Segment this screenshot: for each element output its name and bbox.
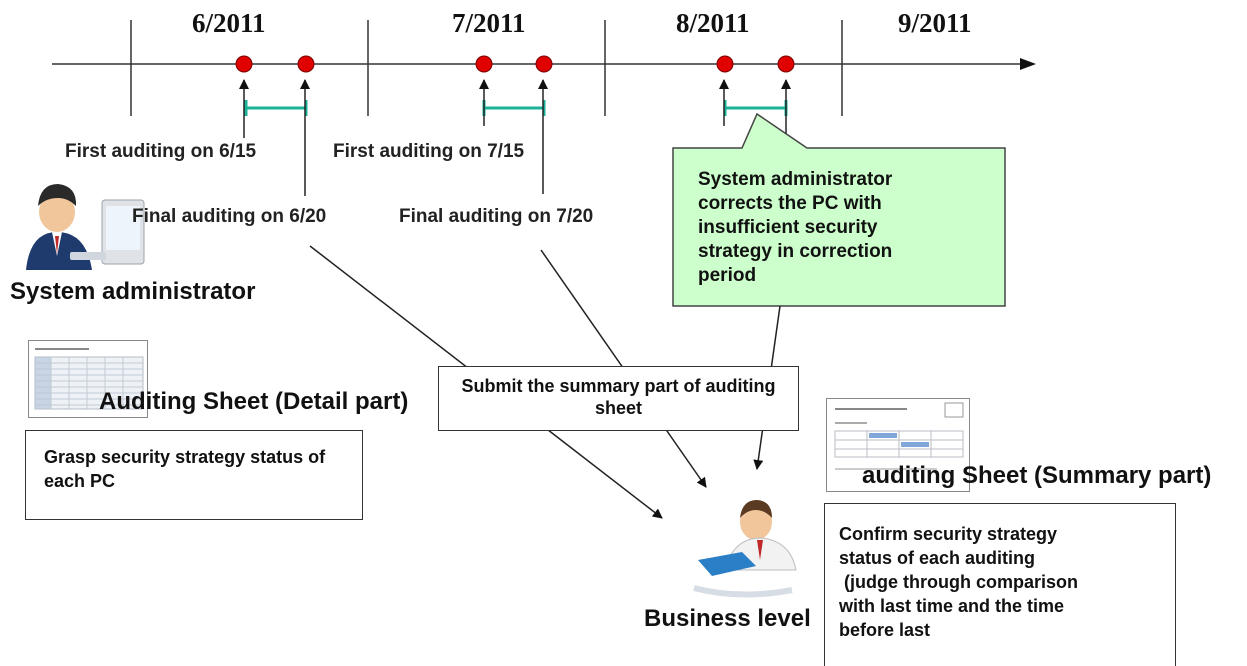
final-audit-july-label: Final auditing on 7/20 (399, 206, 594, 227)
summary-sheet-thumbnail (826, 398, 970, 492)
audit-marker (235, 55, 253, 73)
audit-marker (716, 55, 734, 73)
summary-line: status of each auditing (839, 548, 1036, 568)
month-label: 6/2011 (192, 8, 266, 38)
business-level-label: Business level (644, 605, 811, 632)
month-label: 8/2011 (676, 8, 750, 38)
summary-line: with last time and the time (839, 596, 1065, 616)
detail-sheet-title: Auditing Sheet (Detail part) (99, 388, 409, 415)
submit-summary-text: Submit the summary part of auditing shee… (461, 376, 776, 418)
business-level-icon (693, 500, 797, 598)
callout-bubble (672, 112, 1006, 307)
correction-period-june (244, 100, 308, 116)
summary-sheet-title: auditing Sheet (Summary part) (862, 462, 1212, 489)
correction-period-august (723, 100, 788, 116)
final-audit-june-label: Final auditing on 6/20 (132, 206, 327, 227)
first-audit-july-label: First auditing on 7/15 (333, 141, 525, 162)
audit-marker (777, 55, 795, 73)
correction-period-july (482, 100, 546, 116)
detail-sheet-description-box: Grasp security strategy status of each P… (25, 430, 363, 520)
system-admin-icon (26, 184, 145, 270)
summary-line: Confirm security strategy (839, 524, 1058, 544)
timeline-arrowhead (1020, 58, 1036, 70)
audit-marker (475, 55, 493, 73)
month-label: 7/2011 (452, 8, 526, 38)
callout-text: System administrator corrects the PC wit… (698, 169, 893, 286)
first-audit-june-label: First auditing on 6/15 (65, 141, 257, 162)
system-admin-label: System administrator (10, 278, 256, 305)
submit-summary-box: Submit the summary part of auditing shee… (438, 366, 799, 431)
summary-line: before last (839, 620, 931, 640)
detail-sheet-description: Grasp security strategy status of each P… (44, 447, 326, 491)
summary-sheet-description-box: Confirm security strategy status of each… (824, 503, 1176, 666)
audit-marker (297, 55, 315, 73)
month-label: 9/2011 (898, 8, 972, 38)
summary-line: (judge through comparison (839, 572, 1078, 592)
audit-marker (535, 55, 553, 73)
detail-sheet-thumbnail (28, 340, 148, 418)
